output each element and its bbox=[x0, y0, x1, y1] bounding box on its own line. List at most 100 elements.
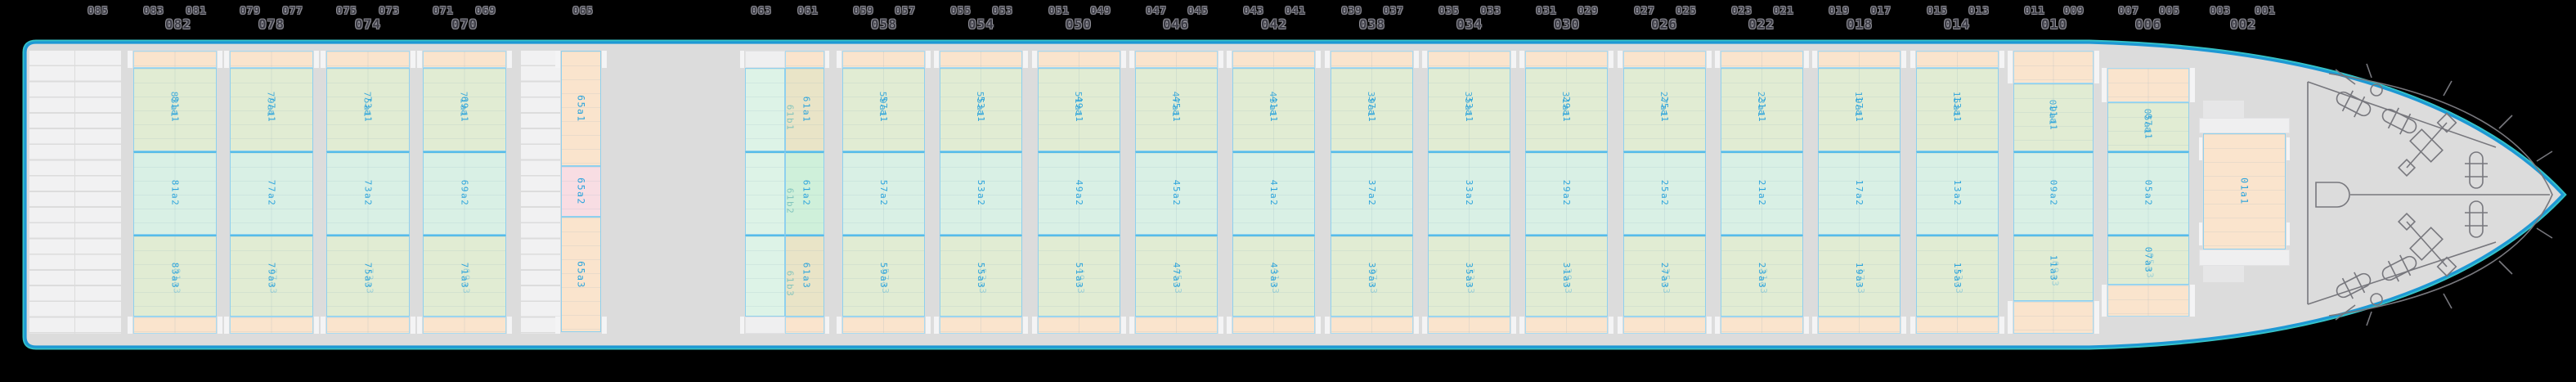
hatch-cap-top[interactable] bbox=[1721, 51, 1803, 68]
cell-55a1[interactable] bbox=[940, 68, 1022, 151]
hatch-cap-top[interactable] bbox=[2013, 51, 2094, 83]
cell-23a1[interactable] bbox=[1721, 68, 1803, 151]
hatch-cap-bottom[interactable] bbox=[1818, 317, 1901, 334]
cell-33a2[interactable] bbox=[1428, 151, 1510, 235]
hatch-cap-top[interactable] bbox=[1331, 51, 1413, 68]
hatch-cap-bottom[interactable] bbox=[1331, 317, 1413, 334]
cell-83a3[interactable] bbox=[133, 235, 217, 317]
hatch-cap-top[interactable] bbox=[785, 51, 824, 68]
cell-43a3[interactable] bbox=[1232, 235, 1315, 317]
hatch-cap-top[interactable] bbox=[133, 51, 217, 68]
cell-41a2[interactable] bbox=[1232, 151, 1315, 235]
cell-27a1[interactable] bbox=[1623, 68, 1706, 151]
cell-09a1[interactable] bbox=[2013, 83, 2094, 151]
cell-19a1[interactable] bbox=[1818, 68, 1901, 151]
cell-75a3[interactable] bbox=[326, 235, 410, 317]
cell-31a3[interactable] bbox=[1525, 235, 1608, 317]
hatch-cap-top[interactable] bbox=[230, 51, 313, 68]
cell-61b3[interactable] bbox=[745, 235, 785, 317]
hatch-cap-bottom[interactable] bbox=[2013, 301, 2094, 334]
cell-35a3[interactable] bbox=[1428, 235, 1510, 317]
cell-65a1[interactable] bbox=[561, 51, 601, 166]
cell-23a3[interactable] bbox=[1721, 235, 1803, 317]
cell-11a3[interactable] bbox=[2013, 235, 2094, 301]
hatch-cap-top[interactable] bbox=[1038, 51, 1120, 68]
hatch-cap-top[interactable] bbox=[1818, 51, 1901, 68]
hatch-cap-bottom[interactable] bbox=[1525, 317, 1608, 334]
cell-21a2[interactable] bbox=[1721, 151, 1803, 235]
cell-15a3[interactable] bbox=[1916, 235, 1999, 317]
hatch-cap-top[interactable] bbox=[1232, 51, 1315, 68]
cell-65a2[interactable] bbox=[561, 166, 601, 217]
hatch-cap-bottom[interactable] bbox=[1232, 317, 1315, 334]
cell-59a3[interactable] bbox=[842, 235, 925, 317]
hatch-cap-bottom[interactable] bbox=[785, 317, 824, 334]
hatch-cap-bottom[interactable] bbox=[326, 317, 410, 334]
hatch-cap-bottom[interactable] bbox=[230, 317, 313, 334]
cell-59a1[interactable] bbox=[842, 68, 925, 151]
hatch-cap-top[interactable] bbox=[1135, 51, 1218, 68]
cell-61a1[interactable] bbox=[785, 68, 824, 151]
cell-61b2[interactable] bbox=[745, 151, 785, 235]
hatch-cap-bottom[interactable] bbox=[1721, 317, 1803, 334]
cell-17a2[interactable] bbox=[1818, 151, 1901, 235]
cell-61b1[interactable] bbox=[745, 68, 785, 151]
hatch-cap-bottom[interactable] bbox=[1428, 317, 1510, 334]
cell-39a3[interactable] bbox=[1331, 235, 1413, 317]
hatch-cap-bottom[interactable] bbox=[1038, 317, 1120, 334]
cell-31a1[interactable] bbox=[1525, 68, 1608, 151]
cell-35a1[interactable] bbox=[1428, 68, 1510, 151]
cell-61a2[interactable] bbox=[785, 151, 824, 235]
cell-77a2[interactable] bbox=[230, 151, 313, 235]
cell-19a3[interactable] bbox=[1818, 235, 1901, 317]
cell-45a2[interactable] bbox=[1135, 151, 1218, 235]
cell-61a3[interactable] bbox=[785, 235, 824, 317]
hatch-cap-top[interactable] bbox=[326, 51, 410, 68]
cell-79a3[interactable] bbox=[230, 235, 313, 317]
hatch-cap-top[interactable] bbox=[842, 51, 925, 68]
cell-53a2[interactable] bbox=[940, 151, 1022, 235]
hatch-cap-top[interactable] bbox=[1623, 51, 1706, 68]
cell-15a1[interactable] bbox=[1916, 68, 1999, 151]
cell-27a3[interactable] bbox=[1623, 235, 1706, 317]
cell-29a2[interactable] bbox=[1525, 151, 1608, 235]
hatch-cap-bottom[interactable] bbox=[842, 317, 925, 334]
hatch-cap-bottom[interactable] bbox=[423, 317, 506, 334]
hatch-cap-bottom[interactable] bbox=[1916, 317, 1999, 334]
hatch-cap-top[interactable] bbox=[1525, 51, 1608, 68]
cell-07a3[interactable] bbox=[2107, 235, 2189, 285]
hatch-cap-top[interactable] bbox=[940, 51, 1022, 68]
cell-83a1[interactable] bbox=[133, 68, 217, 151]
cell-57a2[interactable] bbox=[842, 151, 925, 235]
hatch-cap-bottom[interactable] bbox=[1135, 317, 1218, 334]
cell-37a2[interactable] bbox=[1331, 151, 1413, 235]
hatch-cap-top[interactable] bbox=[1428, 51, 1510, 68]
cell-39a1[interactable] bbox=[1331, 68, 1413, 151]
cell-75a1[interactable] bbox=[326, 68, 410, 151]
cell-51a3[interactable] bbox=[1038, 235, 1120, 317]
cell-47a1[interactable] bbox=[1135, 68, 1218, 151]
cell-55a3[interactable] bbox=[940, 235, 1022, 317]
cell-69a2[interactable] bbox=[423, 151, 506, 235]
hatch-cap-top[interactable] bbox=[2107, 68, 2189, 102]
cell-81a2[interactable] bbox=[133, 151, 217, 235]
cell-05a2[interactable] bbox=[2107, 151, 2189, 235]
cell-13a2[interactable] bbox=[1916, 151, 1999, 235]
cell-09a2[interactable] bbox=[2013, 151, 2094, 235]
hatch-cap-bottom[interactable] bbox=[1623, 317, 1706, 334]
cell-01a1[interactable] bbox=[2203, 133, 2286, 249]
cell-73a2[interactable] bbox=[326, 151, 410, 235]
cell-65a3[interactable] bbox=[561, 217, 601, 332]
hatch-cap-bottom[interactable] bbox=[133, 317, 217, 334]
cell-49a2[interactable] bbox=[1038, 151, 1120, 235]
cell-47a3[interactable] bbox=[1135, 235, 1218, 317]
cell-25a2[interactable] bbox=[1623, 151, 1706, 235]
hatch-cap-top[interactable] bbox=[1916, 51, 1999, 68]
cell-71a1[interactable] bbox=[423, 68, 506, 151]
cell-71a3[interactable] bbox=[423, 235, 506, 317]
cell-79a1[interactable] bbox=[230, 68, 313, 151]
hatch-cap-top[interactable] bbox=[423, 51, 506, 68]
hatch-cap-bottom[interactable] bbox=[940, 317, 1022, 334]
cell-05a1[interactable] bbox=[2107, 102, 2189, 151]
cell-51a1[interactable] bbox=[1038, 68, 1120, 151]
